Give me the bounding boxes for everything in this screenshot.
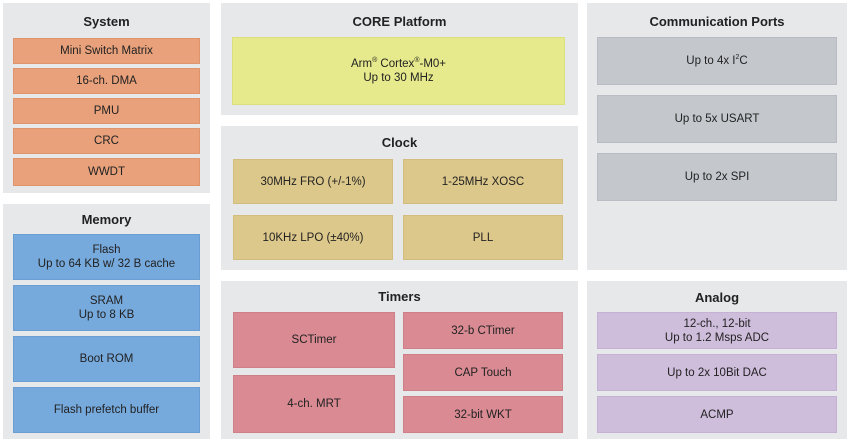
flash-label: Flash: [92, 244, 121, 256]
clock-pll: PLL: [403, 215, 563, 260]
sram-label: SRAM: [89, 295, 124, 307]
memory-flash: Flash Up to 64 KB w/ 32 B cache: [13, 234, 200, 280]
core-title: CORE Platform: [352, 14, 447, 29]
system-item-switch-matrix: Mini Switch Matrix: [13, 38, 200, 64]
cpu-name: Arm® Cortex®-M0+: [350, 57, 447, 70]
comm-spi: Up to 2x SPI: [597, 153, 837, 201]
comm-title: Communication Ports: [649, 14, 785, 29]
clock-title: Clock: [381, 135, 418, 150]
memory-prefetch-buffer: Flash prefetch buffer: [13, 387, 200, 433]
sram-size: Up to 8 KB: [78, 309, 135, 321]
analog-title: Analog: [694, 290, 740, 305]
clock-lpo: 10KHz LPO (±40%): [233, 215, 393, 260]
memory-sram: SRAM Up to 8 KB: [13, 285, 200, 331]
memory-boot-rom: Boot ROM: [13, 336, 200, 382]
timers-panel: Timers SCTimer 4-ch. MRT 32-b CTimer CAP…: [221, 281, 578, 439]
system-panel: System Mini Switch Matrix 16-ch. DMA PMU…: [3, 3, 210, 193]
system-item-wwdt: WWDT: [13, 158, 200, 186]
clock-xosc: 1-25MHz XOSC: [403, 159, 563, 204]
analog-acmp: ACMP: [597, 396, 837, 433]
analog-dac: Up to 2x 10Bit DAC: [597, 354, 837, 391]
timers-ctimer: 32-b CTimer: [403, 312, 563, 349]
adc-channels: 12-ch., 12-bit: [683, 317, 751, 330]
system-item-dma: 16-ch. DMA: [13, 68, 200, 94]
core-panel: CORE Platform Arm® Cortex®-M0+ Up to 30 …: [221, 3, 578, 115]
system-item-crc: CRC: [13, 128, 200, 154]
timers-mrt: 4-ch. MRT: [233, 375, 395, 433]
timers-title: Timers: [378, 289, 421, 304]
analog-adc: 12-ch., 12-bit Up to 1.2 Msps ADC: [597, 312, 837, 349]
comm-usart: Up to 5x USART: [597, 95, 837, 143]
comm-i2c: Up to 4x I2C: [597, 37, 837, 85]
comm-panel: Communication Ports Up to 4x I2C Up to 5…: [587, 3, 847, 270]
cpu-frequency: Up to 30 MHz: [363, 72, 434, 84]
timers-wkt: 32-bit WKT: [403, 396, 563, 433]
timers-sctimer: SCTimer: [233, 312, 395, 368]
clock-fro: 30MHz FRO (+/-1%): [233, 159, 393, 204]
memory-panel: Memory Flash Up to 64 KB w/ 32 B cache S…: [3, 204, 210, 439]
timers-cap-touch: CAP Touch: [403, 354, 563, 391]
memory-title: Memory: [81, 212, 132, 227]
system-title: System: [83, 14, 130, 29]
adc-rate: Up to 1.2 Msps ADC: [664, 331, 770, 344]
system-item-pmu: PMU: [13, 98, 200, 124]
flash-size: Up to 64 KB w/ 32 B cache: [37, 258, 176, 270]
analog-panel: Analog 12-ch., 12-bit Up to 1.2 Msps ADC…: [587, 281, 847, 439]
core-cpu: Arm® Cortex®-M0+ Up to 30 MHz: [232, 37, 565, 105]
clock-panel: Clock 30MHz FRO (+/-1%) 1-25MHz XOSC 10K…: [221, 126, 578, 270]
